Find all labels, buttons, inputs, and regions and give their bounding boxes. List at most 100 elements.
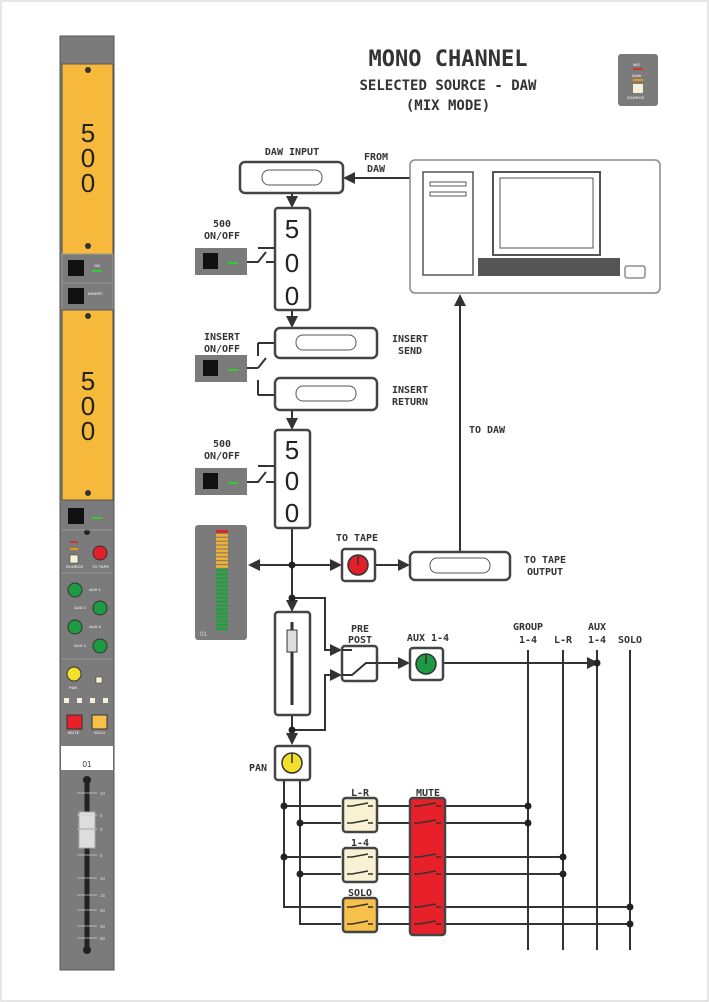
lr-bus-label: L-R	[554, 635, 573, 646]
svg-text:0: 0	[81, 416, 95, 446]
to-tape-label: TO TAPE	[92, 564, 109, 569]
insert-return-label: INSERT	[392, 385, 428, 396]
500-on-button[interactable]	[68, 260, 84, 276]
500-on-off-button-2[interactable]	[195, 468, 247, 495]
svg-text:POST: POST	[348, 635, 372, 646]
meter-segment	[216, 615, 228, 619]
to-tape-output-label: TO TAPE	[524, 555, 566, 566]
to-daw-label: TO DAW	[469, 425, 506, 436]
svg-text:01: 01	[200, 632, 207, 638]
aux-bus-label: AUX	[588, 622, 606, 633]
switch-contact	[414, 903, 441, 908]
to-tape-knob[interactable]	[92, 545, 108, 561]
group-2-button[interactable]	[77, 698, 82, 703]
source-button[interactable]	[69, 554, 79, 564]
fader-scale-label: 15	[100, 893, 106, 898]
aux-4-knob[interactable]	[92, 638, 108, 654]
meter-segment	[216, 623, 228, 627]
500-on-off-button[interactable]	[195, 248, 247, 275]
insert-on-off-button[interactable]	[195, 355, 247, 382]
mute-label: MUTE	[68, 730, 80, 735]
lr-button[interactable]	[95, 676, 103, 684]
level-meter: 01	[195, 525, 247, 640]
meter-segment	[216, 592, 228, 596]
switch-contact	[347, 802, 373, 807]
on-label: ON	[94, 263, 100, 268]
pre-post-label: PRE	[351, 624, 369, 635]
svg-text:5: 5	[285, 214, 299, 244]
group-switch	[341, 846, 379, 884]
group-1-button[interactable]	[64, 698, 69, 703]
group-switch-label: 1-4	[351, 838, 369, 849]
lr-switch	[341, 796, 379, 834]
insert-return-connector	[273, 376, 379, 412]
insert-label: INSERT	[88, 291, 103, 296]
svg-text:5: 5	[81, 118, 95, 148]
meter-segment	[216, 596, 228, 600]
svg-text:0: 0	[285, 248, 299, 278]
meter-segment	[216, 600, 228, 603]
insert-button[interactable]	[68, 288, 84, 304]
aux-4-label: AUX 4	[74, 643, 87, 648]
500-module-2: 5 0 0	[273, 428, 312, 530]
switch-contact	[347, 819, 373, 824]
fader-scale-label: 5	[100, 853, 103, 858]
svg-text:1-4: 1-4	[588, 635, 606, 646]
svg-text:0: 0	[285, 281, 299, 311]
meter-segment	[216, 569, 228, 572]
insert-send-connector	[273, 326, 379, 360]
mode-label: (MIX MODE)	[406, 98, 490, 114]
aux-label: AUX 1-4	[407, 633, 449, 644]
svg-text:OUTPUT: OUTPUT	[527, 567, 563, 578]
meter-segment	[216, 545, 228, 549]
pan-knob[interactable]	[66, 666, 82, 682]
fader-scale-label: 20	[100, 908, 106, 913]
aux-1-knob[interactable]	[67, 582, 83, 598]
500-on-off-label: 500	[213, 219, 231, 230]
aux-3-knob[interactable]	[67, 619, 83, 635]
meter-segment	[216, 572, 228, 576]
meter-segment	[216, 565, 228, 568]
meter-segment	[216, 530, 228, 533]
500-on-button-2[interactable]	[68, 508, 84, 524]
switch-contact	[347, 903, 373, 908]
insert-send-label: INSERT	[392, 334, 428, 345]
aux-2-knob[interactable]	[92, 600, 108, 616]
svg-text:0: 0	[81, 168, 95, 198]
500-module-slot-2: 5 0 0	[61, 309, 114, 501]
svg-text:0: 0	[285, 466, 299, 496]
meter-segment	[216, 604, 228, 607]
signal-wires	[247, 172, 634, 950]
group-4-button[interactable]	[103, 698, 108, 703]
500-on-off-label-2: 500	[213, 439, 231, 450]
from-daw-label-2: DAW	[367, 164, 386, 175]
fader-scale-label: 50	[100, 936, 106, 941]
pan-label: PAN	[249, 763, 267, 774]
solo-label: SOLO	[94, 730, 105, 735]
fader-scale-label: 5	[100, 813, 103, 818]
switch-contact	[414, 853, 441, 858]
source-selector-icon: MIC DAW SOURCE	[618, 54, 658, 106]
channel-fader[interactable]	[78, 776, 96, 954]
daw-label: DAW	[632, 73, 642, 78]
fader-scale-label: 10	[100, 876, 106, 881]
meter-segment	[216, 537, 228, 541]
mute-switch-label: MUTE	[416, 788, 440, 799]
meter-segment	[216, 561, 228, 564]
solo-bus-label: SOLO	[618, 635, 642, 646]
switch-contact	[414, 920, 441, 925]
pan-label: PAN	[69, 685, 77, 690]
solo-button[interactable]	[91, 714, 108, 730]
aux-3-label: AUX 3	[89, 624, 102, 629]
aux-2-label: AUX 2	[74, 605, 87, 610]
svg-text:0: 0	[285, 498, 299, 528]
switch-contact	[347, 870, 373, 875]
mute-switch	[408, 796, 447, 937]
subtitle: SELECTED SOURCE - DAW	[359, 78, 537, 94]
meter-segment	[216, 627, 228, 631]
mute-button[interactable]	[66, 714, 83, 730]
group-3-button[interactable]	[90, 698, 95, 703]
svg-text:SEND: SEND	[398, 346, 422, 357]
